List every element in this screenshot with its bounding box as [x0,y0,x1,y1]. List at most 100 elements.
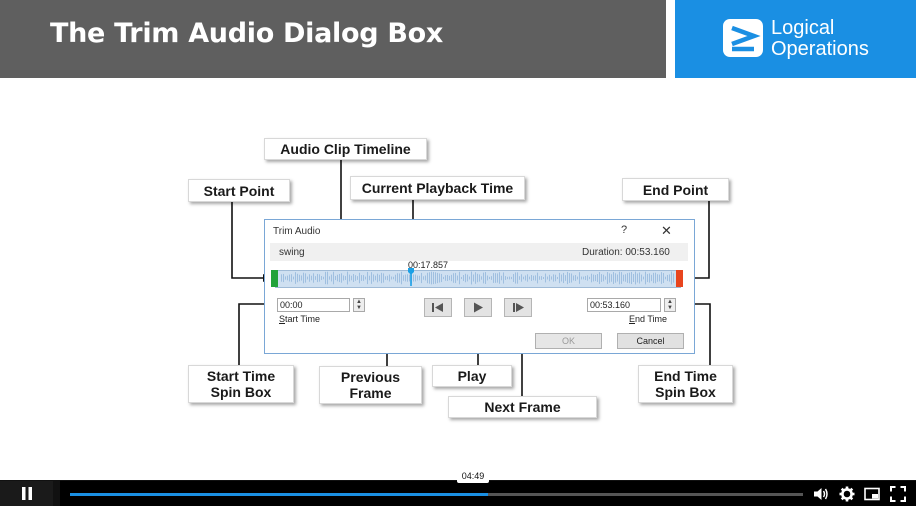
waveform-bar [565,275,566,281]
waveform-bar [293,276,294,280]
waveform-bar [439,273,440,283]
logo-text: Logical Operations [771,18,869,60]
gear-icon[interactable] [839,486,855,502]
fullscreen-icon[interactable] [890,486,906,502]
waveform-bar [385,276,386,280]
waveform [281,271,674,285]
callout-current-playback-time: Current Playback Time [350,176,525,200]
waveform-bar [507,276,508,280]
callout-end-time-line-1: End Time [654,368,717,384]
waveform-bar [461,276,462,280]
end-point-handle[interactable] [676,270,683,287]
waveform-bar [443,276,444,280]
waveform-bar [553,274,554,282]
waveform-bar [637,273,638,283]
waveform-bar [587,275,588,281]
waveform-bar [643,276,644,280]
waveform-bar [511,276,512,280]
waveform-bar [529,276,530,280]
waveform-bar [593,274,594,282]
waveform-bar [613,272,614,284]
logo-banner [675,0,916,78]
waveform-bar [563,272,564,284]
waveform-bar [369,275,370,281]
waveform-bar [621,272,622,284]
waveform-bar [653,272,654,284]
play-button[interactable] [464,298,492,317]
waveform-bar [409,274,410,282]
waveform-bar [361,275,362,281]
waveform-bar [659,274,660,282]
volume-icon[interactable] [813,486,829,502]
waveform-bar [617,274,618,282]
waveform-bar [311,275,312,281]
waveform-bar [395,274,396,282]
waveform-bar [603,274,604,282]
waveform-bar [519,276,520,280]
waveform-bar [491,276,492,280]
waveform-bar [583,276,584,280]
pause-icon [22,487,32,500]
waveform-bar [641,274,642,282]
ok-button[interactable]: OK [535,333,602,349]
waveform-bar [319,274,320,282]
waveform-bar [393,276,394,280]
waveform-bar [471,271,472,285]
callout-previous-frame-line-2: Frame [349,385,392,401]
waveform-bar [497,273,498,283]
waveform-bar [325,271,326,285]
next-frame-button[interactable] [504,298,532,317]
waveform-bar [547,276,548,280]
waveform-bar [521,274,522,282]
callout-end-time-spin-box: End Time Spin Box [638,365,733,403]
waveform-bar [463,275,464,281]
waveform-bar [515,272,516,284]
waveform-bar [629,272,630,284]
waveform-bar [459,271,460,285]
callout-next-frame: Next Frame [448,396,597,418]
end-time-label: End Time [629,314,667,324]
close-button[interactable]: ✕ [661,223,672,238]
waveform-bar [433,271,434,285]
waveform-bar [441,273,442,283]
waveform-bar [503,272,504,284]
cancel-button[interactable]: Cancel [617,333,684,349]
info-bar [270,243,688,261]
waveform-bar [299,274,300,282]
title-bar [0,0,666,78]
waveform-bar [451,274,452,282]
waveform-bar [397,273,398,283]
waveform-bar [465,273,466,283]
waveform-bar [657,274,658,282]
help-button[interactable]: ? [621,224,628,236]
waveform-bar [561,274,562,282]
start-point-handle[interactable] [271,270,278,287]
waveform-bar [605,276,606,280]
waveform-bar [499,272,500,284]
waveform-bar [323,276,324,280]
waveform-bar [569,273,570,283]
start-time-spinner[interactable]: ▲▼ [353,298,365,312]
pause-button[interactable] [0,481,53,506]
file-name: swing [279,247,305,258]
waveform-bar [649,273,650,283]
waveform-bar [285,276,286,280]
waveform-bar [407,274,408,282]
waveform-bar [581,276,582,280]
waveform-bar [405,274,406,282]
previous-frame-button[interactable] [424,298,452,317]
waveform-bar [367,271,368,285]
waveform-bar [453,273,454,283]
waveform-bar [399,273,400,283]
waveform-bar [665,276,666,280]
start-time-spin-box[interactable]: 00:00 [277,298,350,312]
playhead-marker[interactable] [408,268,414,286]
waveform-bar [365,276,366,280]
waveform-bar [379,274,380,282]
waveform-bar [535,275,536,281]
waveform-bar [377,273,378,283]
end-time-spin-box[interactable]: 00:53.160 [587,298,661,312]
end-time-spinner[interactable]: ▲▼ [664,298,676,312]
picture-in-picture-icon[interactable] [864,486,880,502]
waveform-bar [573,275,574,281]
